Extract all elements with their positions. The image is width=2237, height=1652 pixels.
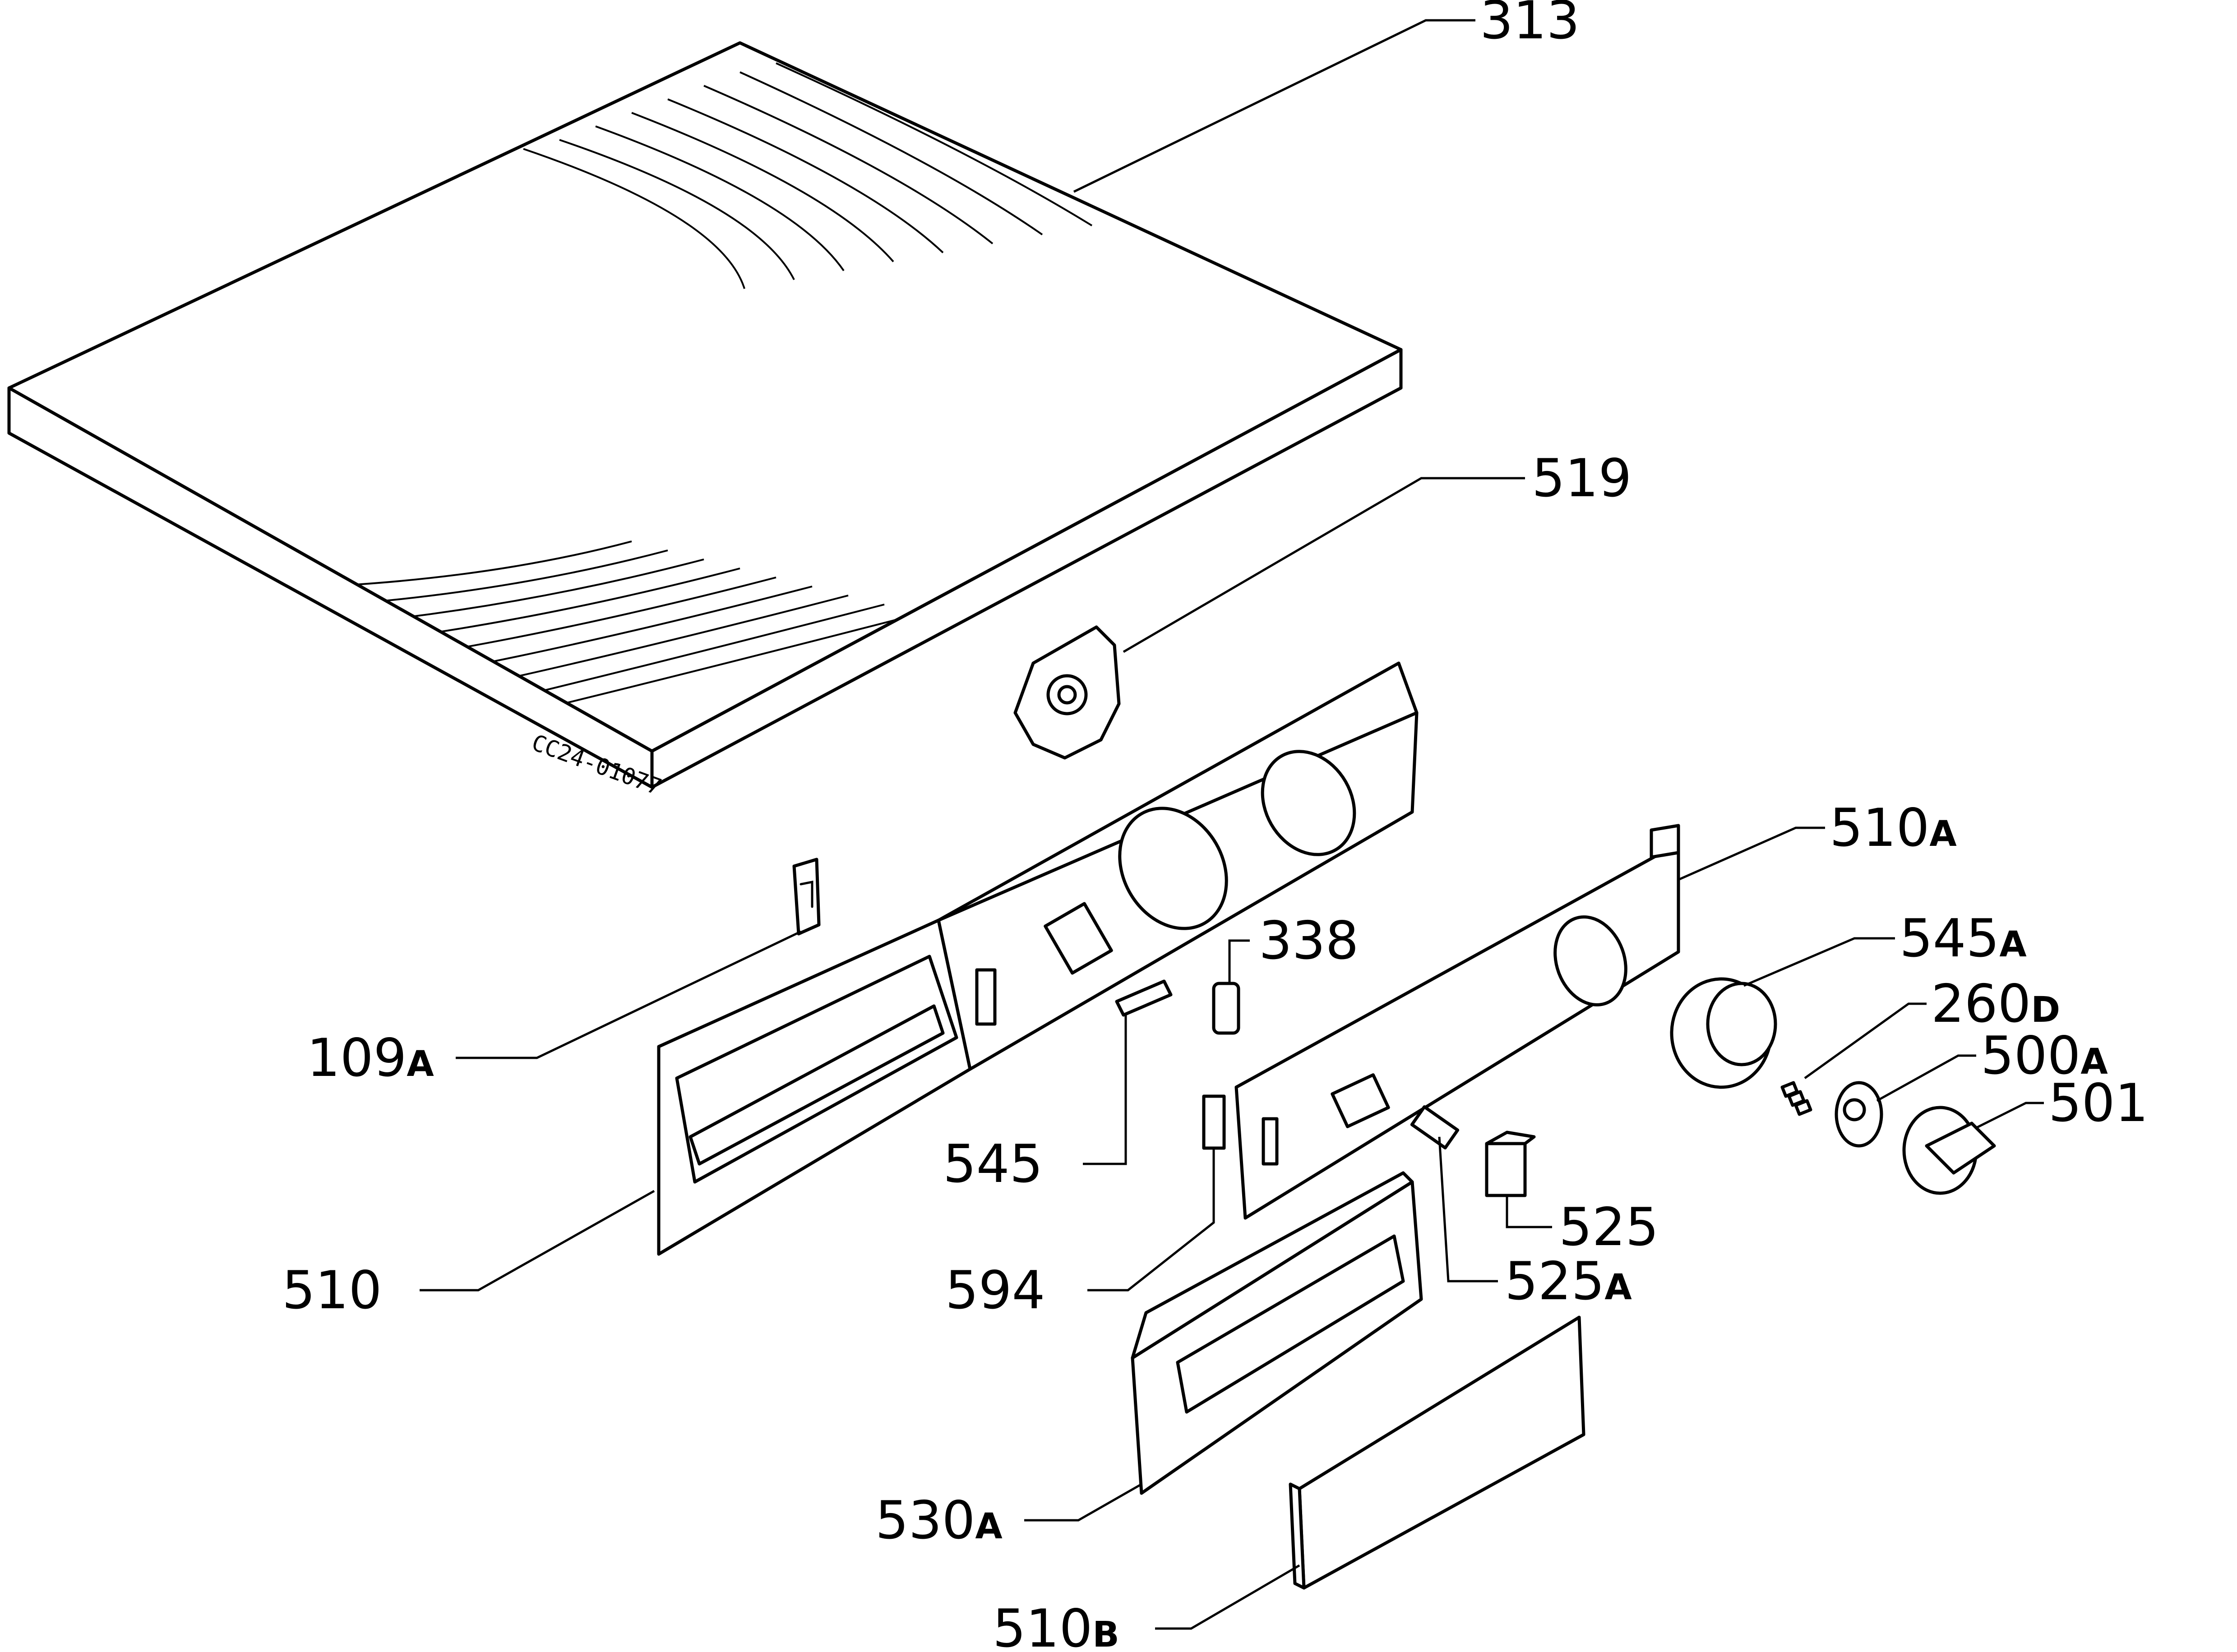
leader-510b xyxy=(1155,1564,1300,1630)
label-338: 338 xyxy=(1259,910,1359,971)
leader-510a xyxy=(1678,826,1825,881)
leader-530a xyxy=(1024,1483,1142,1522)
part-510-control-panel xyxy=(657,661,1419,1256)
leader-510 xyxy=(420,1190,655,1292)
label-594: 594 xyxy=(945,1260,1045,1321)
label-260d: 260D xyxy=(1931,974,2060,1034)
label-510b: 510B xyxy=(993,1598,1119,1652)
label-501: 501 xyxy=(2048,1073,2148,1134)
label-500a: 500A xyxy=(1981,1025,2108,1086)
leader-338 xyxy=(1228,939,1250,983)
leader-594 xyxy=(1087,1148,1215,1292)
part-313-worktop xyxy=(7,41,1403,789)
leader-525a xyxy=(1438,1136,1498,1283)
label-313: 313 xyxy=(1480,0,1580,51)
part-530a-handle xyxy=(1131,1171,1423,1495)
part-500a-knob-insert xyxy=(1835,1081,1883,1148)
part-260d-spring xyxy=(1780,1081,1812,1116)
leader-545a xyxy=(1743,937,1895,987)
label-519: 519 xyxy=(1532,448,1632,509)
part-525a-lamp-holder xyxy=(1410,1105,1460,1149)
part-519-bracket xyxy=(1013,625,1121,760)
leader-525 xyxy=(1506,1195,1552,1228)
leader-260d xyxy=(1804,1002,1927,1080)
part-338-indicator-light xyxy=(1212,982,1240,1035)
part-510b-cover-strip xyxy=(1289,1315,1585,1590)
label-545: 545 xyxy=(943,1134,1043,1195)
label-510: 510 xyxy=(282,1260,382,1321)
part-109a-latch xyxy=(792,858,821,936)
label-510a: 510A xyxy=(1830,798,1957,858)
part-510a-front-panel xyxy=(1234,824,1680,1220)
part-525-lamp-cap xyxy=(1485,1131,1536,1197)
part-501-knob xyxy=(1902,1106,1996,1195)
leader-501 xyxy=(1975,1102,2044,1129)
leader-519 xyxy=(1123,477,1525,653)
label-525: 525 xyxy=(1559,1197,1659,1258)
label-109a: 109A xyxy=(307,1028,434,1089)
leader-500a xyxy=(1876,1054,1976,1102)
label-530a: 530A xyxy=(875,1490,1003,1551)
leader-109a xyxy=(456,930,802,1059)
leader-313 xyxy=(1073,19,1475,193)
part-545a-knob-body xyxy=(1670,977,1777,1089)
part-545-switch-button xyxy=(1115,979,1173,1017)
label-545a: 545A xyxy=(1900,908,2027,969)
part-594-switch xyxy=(1202,1094,1226,1150)
label-525a: 525A xyxy=(1505,1251,1632,1312)
leader-545 xyxy=(1083,1013,1127,1165)
